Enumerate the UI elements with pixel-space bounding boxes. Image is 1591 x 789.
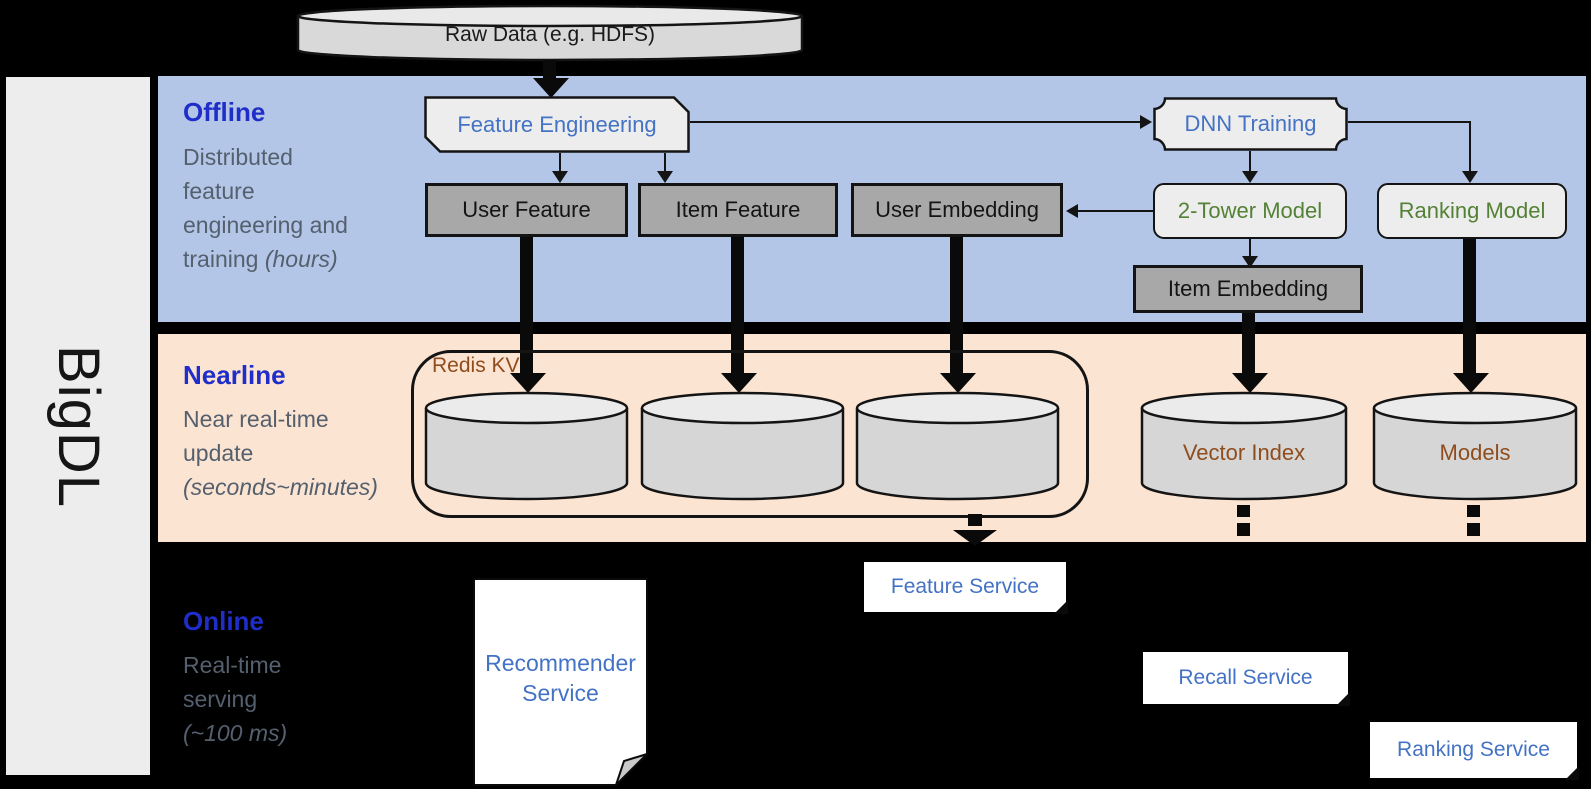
ranking-service-label: Ranking Service: [1397, 738, 1550, 761]
nearline-lane-description: Near real-time update (seconds~minutes): [183, 402, 388, 504]
arrow-item-embedding-to-vector-index-head: [1232, 373, 1268, 393]
vector-index-label: Vector Index: [1182, 440, 1306, 465]
arrow-two-tower-to-user-embedding-head: [1066, 204, 1078, 218]
redis-cylinder-3-shape: [855, 391, 1060, 501]
redis-cylinder-2-shape: [640, 391, 845, 501]
arrow-dnn-to-ranking-head: [1462, 171, 1478, 183]
dashed-arrow-models-dash-1: [1467, 505, 1480, 517]
arrow-fe-to-user-feature-line: [559, 153, 561, 171]
two-tower-model-label: 2-Tower Model: [1177, 198, 1323, 223]
dashed-arrow-models-dash-2: [1467, 523, 1480, 536]
arrow-fe-to-dnn-head: [1140, 115, 1152, 129]
arrow-dnn-to-ranking-vline: [1469, 121, 1471, 171]
ranking-service-fold-icon: [1565, 766, 1579, 780]
arrow-dnn-to-ranking-hline: [1348, 121, 1471, 123]
feature-service-node: Feature Service: [864, 562, 1068, 614]
user-feature-label: User Feature: [462, 197, 591, 222]
feature-engineering-shape: [424, 96, 690, 153]
feature-engineering-node: Feature Engineering: [424, 96, 690, 153]
raw-data-store: Raw Data (e.g. HDFS): [296, 4, 804, 62]
arrow-two-tower-to-item-embedding-line: [1249, 239, 1251, 256]
offline-desc-em: (hours): [264, 246, 338, 272]
models-cylinder-shape: [1372, 391, 1578, 501]
arrow-ranking-model-to-models-head: [1453, 373, 1489, 393]
arrow-user-feature-to-redis-bar: [520, 237, 533, 373]
feature-engineering-label: Feature Engineering: [457, 111, 657, 137]
arrow-user-embedding-to-redis-bar: [950, 237, 963, 373]
arrow-fe-to-user-feature-head: [552, 171, 568, 183]
online-desc-text: Real-time serving: [183, 652, 282, 712]
dnn-training-label: DNN Training: [1184, 111, 1317, 136]
redis-cylinder-2: [640, 390, 845, 502]
raw-data-label: Raw Data (e.g. HDFS): [444, 23, 656, 46]
ranking-service-node: Ranking Service: [1370, 722, 1579, 780]
feature-service-fold-icon: [1054, 600, 1068, 614]
redis-cylinder-3: [855, 390, 1060, 502]
user-embedding-node: User Embedding: [851, 183, 1063, 237]
item-feature-node: Item Feature: [638, 183, 838, 237]
dashed-arrow-redis-to-feature-service-dash: [968, 514, 982, 526]
recall-service-node: Recall Service: [1143, 652, 1350, 706]
redis-cylinder-1: [424, 390, 629, 502]
arrow-item-feature-to-redis-bar: [731, 237, 744, 373]
ranking-model-label: Ranking Model: [1398, 198, 1546, 223]
arrow-item-feature-to-redis-head: [721, 373, 757, 393]
arrow-two-tower-to-user-embedding-line: [1078, 210, 1153, 212]
feature-service-label: Feature Service: [890, 575, 1040, 598]
vector-index-store: Vector Index: [1140, 390, 1348, 502]
online-lane-title: Online: [183, 606, 264, 636]
dashed-arrow-redis-to-feature-service-head: [953, 530, 997, 546]
dashed-arrow-vector-index-dash-1: [1237, 505, 1250, 517]
models-label: Models: [1439, 440, 1511, 465]
online-desc-em: (~100 ms): [183, 720, 288, 746]
redis-kv-container: [411, 350, 1089, 518]
redis-cylinder-1-shape: [424, 391, 629, 501]
arrow-fe-to-dnn-line: [690, 121, 1140, 123]
vector-index-cylinder-shape: [1140, 391, 1348, 501]
arrow-ranking-model-to-models-bar: [1463, 239, 1476, 373]
dashed-arrow-vector-index-dash-2: [1237, 523, 1250, 536]
arrow-user-embedding-to-redis-head: [940, 373, 976, 393]
recall-service-label: Recall Service: [1178, 666, 1313, 689]
arrow-fe-to-item-feature-head: [657, 171, 673, 183]
bigdl-brand-label: BigDL: [45, 344, 111, 508]
nearline-desc-em: (seconds~minutes): [183, 474, 378, 500]
arrow-dnn-to-two-tower-head: [1242, 171, 1258, 183]
item-embedding-node: Item Embedding: [1133, 265, 1363, 313]
arrow-fe-to-item-feature-line: [664, 153, 666, 171]
item-feature-label: Item Feature: [675, 197, 801, 222]
bigdl-brand: BigDL: [6, 77, 150, 775]
arrow-dnn-to-two-tower-line: [1249, 151, 1251, 171]
two-tower-model-node: 2-Tower Model: [1153, 183, 1347, 239]
recommender-service-label: Recommender Service: [485, 650, 636, 706]
nearline-lane-title: Nearline: [183, 360, 286, 390]
ranking-model-node: Ranking Model: [1377, 183, 1567, 239]
dnn-training-node: DNN Training: [1153, 97, 1348, 151]
offline-lane-description: Distributed feature engineering and trai…: [183, 140, 368, 276]
redis-kv-label: Redis KV: [432, 354, 520, 377]
online-lane-description: Real-time serving (~100 ms): [183, 648, 318, 750]
user-feature-node: User Feature: [425, 183, 628, 237]
arrow-rawdata-to-feature-engineering-head: [533, 78, 569, 98]
models-store: Models: [1372, 390, 1578, 502]
arrow-rawdata-to-feature-engineering-bar: [543, 60, 556, 78]
dnn-training-shape: [1153, 97, 1348, 151]
arrow-user-feature-to-redis-head: [510, 373, 546, 393]
recommender-service-node: Recommender Service: [473, 578, 648, 786]
arrow-item-embedding-to-vector-index-bar: [1242, 313, 1255, 373]
recommender-service-document-shape: [473, 578, 648, 786]
offline-desc-text: Distributed feature engineering and trai…: [183, 144, 348, 272]
item-embedding-label: Item Embedding: [1167, 276, 1329, 301]
offline-lane-title: Offline: [183, 97, 266, 127]
bigdl-sidebar: [6, 77, 150, 775]
nearline-desc-text: Near real-time update: [183, 406, 329, 466]
user-embedding-label: User Embedding: [875, 197, 1039, 222]
recall-service-fold-icon: [1336, 692, 1350, 706]
